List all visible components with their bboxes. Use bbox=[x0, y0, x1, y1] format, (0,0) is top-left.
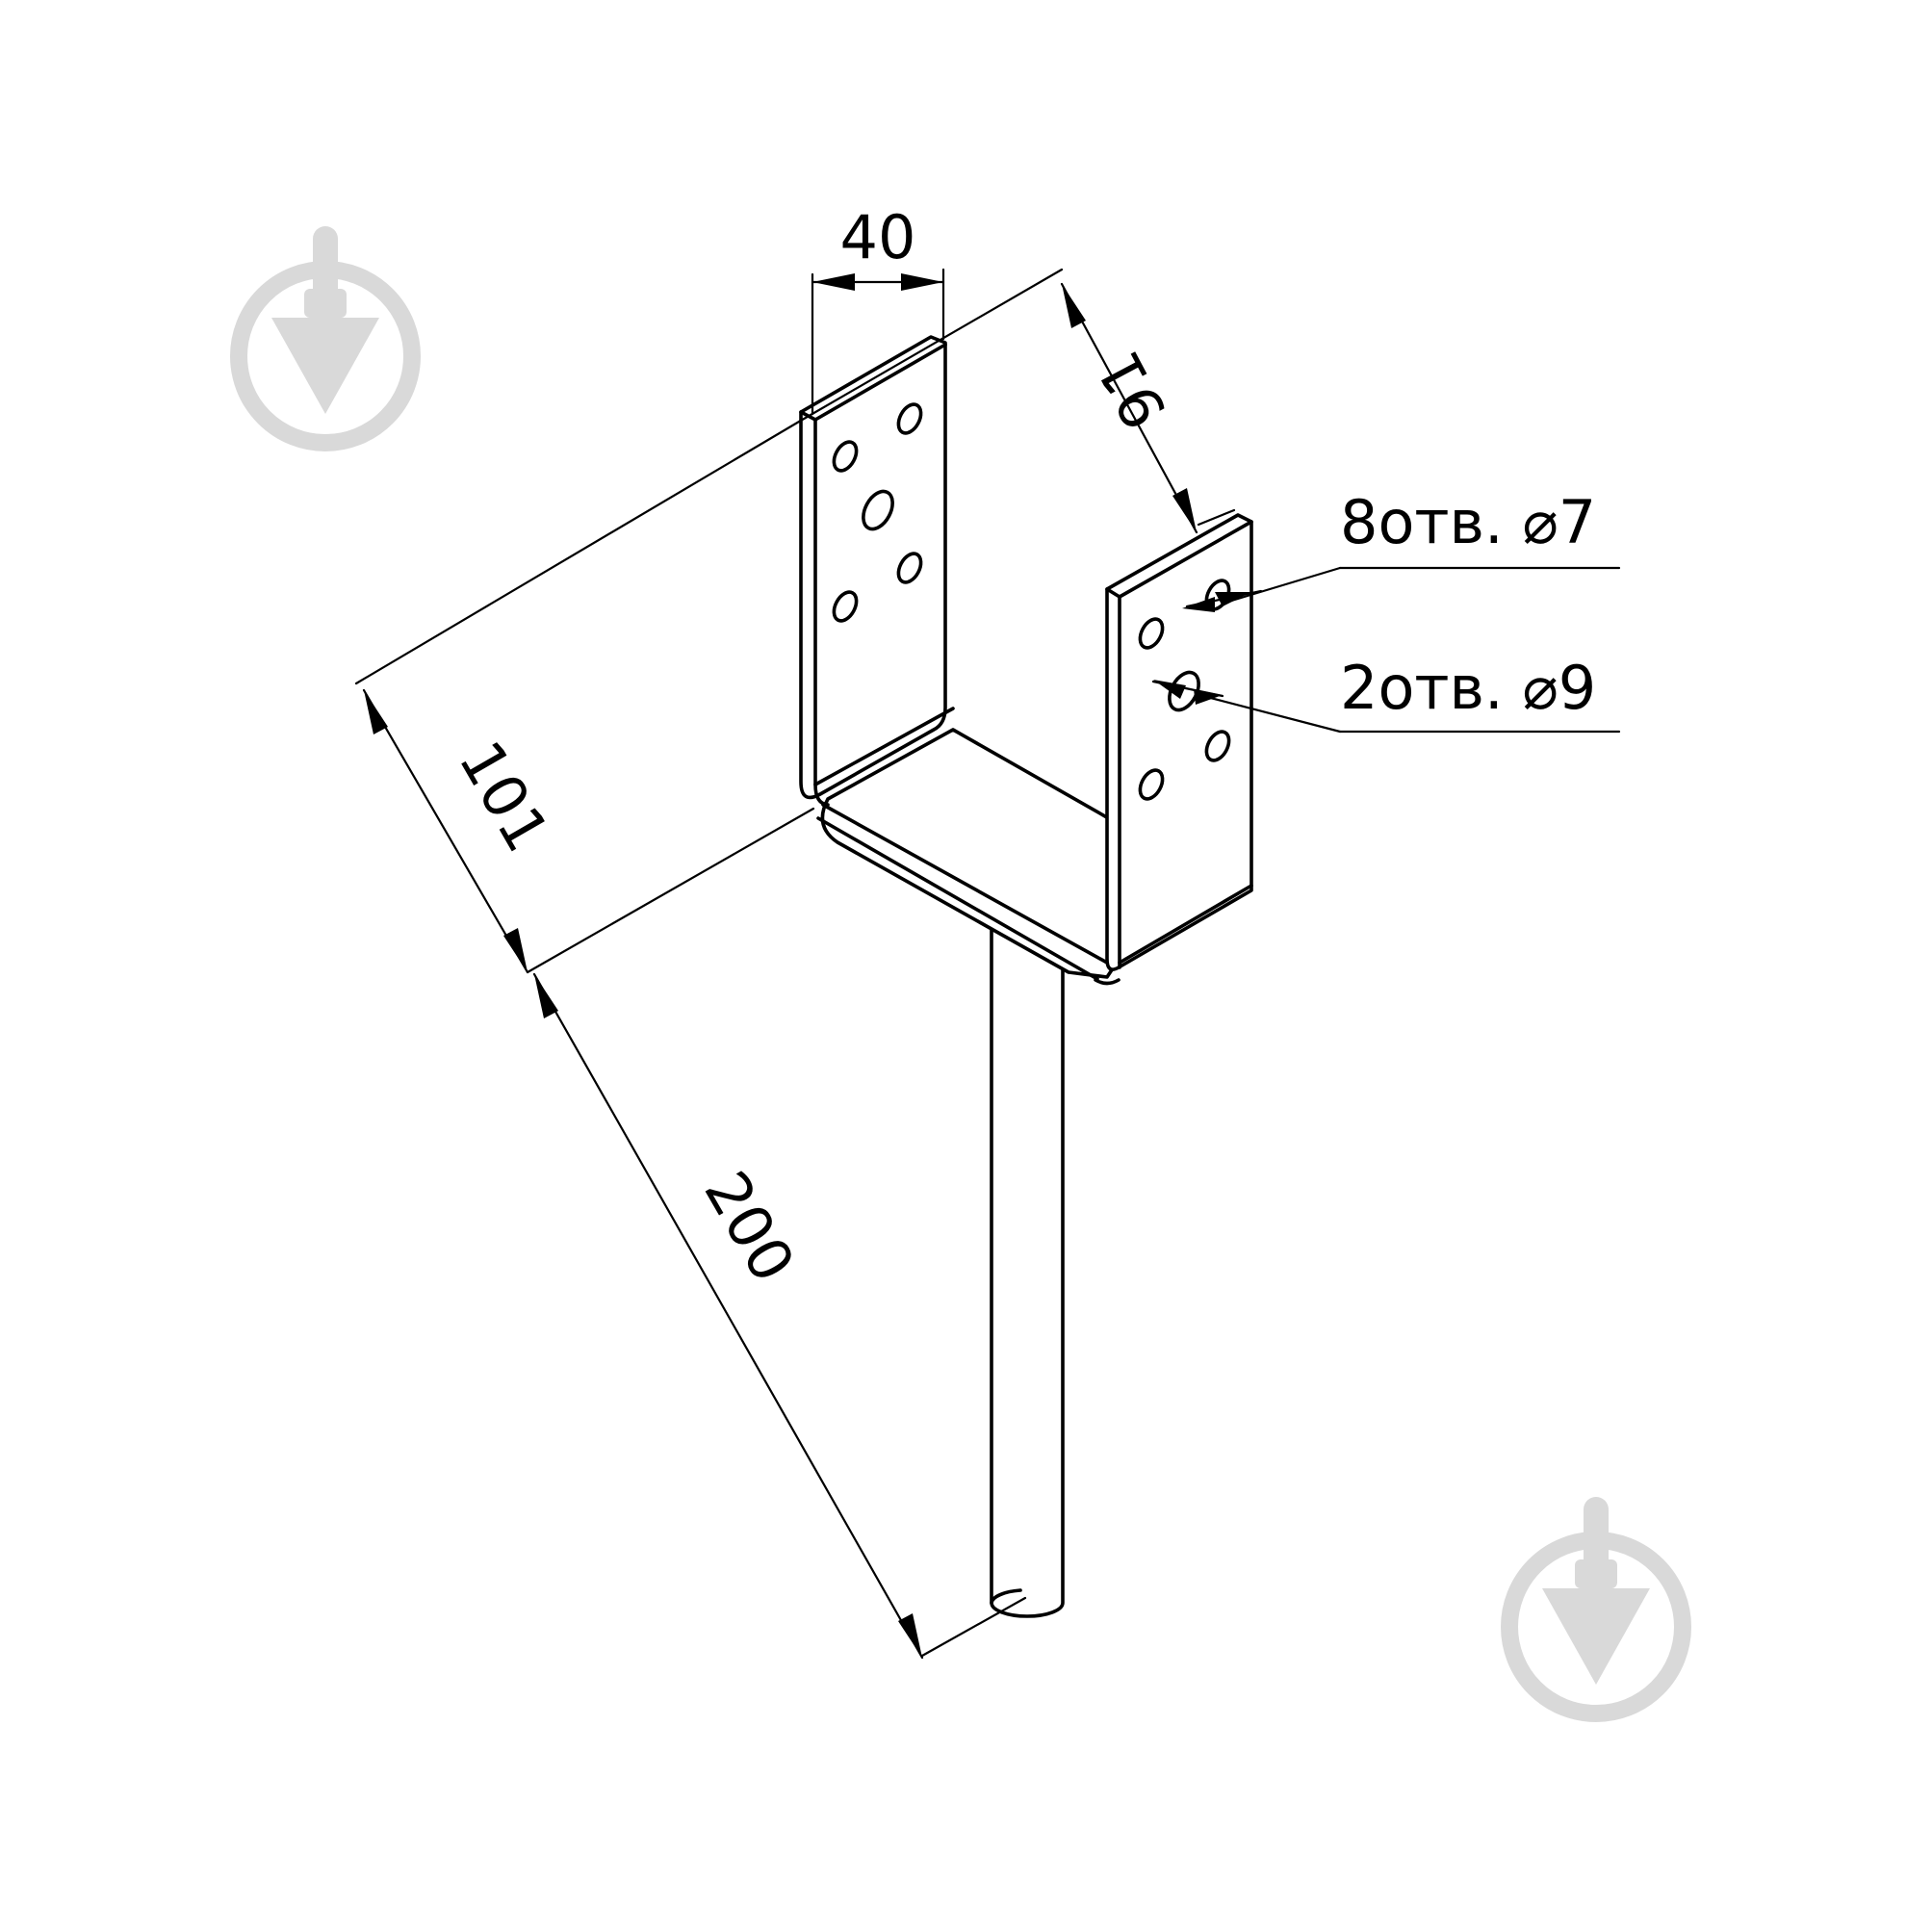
hole-small-icon bbox=[832, 590, 859, 623]
arrow-pointer-icon bbox=[1153, 680, 1186, 699]
hole-small-icon bbox=[1204, 730, 1231, 762]
callout-small-holes: 8отв. ⌀7 bbox=[1182, 487, 1621, 612]
hole-small-icon bbox=[896, 402, 923, 435]
dimension-label-width: 40 bbox=[840, 202, 916, 272]
arrow-up-icon bbox=[364, 690, 388, 734]
dimension-width: 40 bbox=[811, 202, 945, 416]
arrow-pointer-icon bbox=[1182, 597, 1215, 612]
hole-small-icon bbox=[896, 552, 923, 584]
watermark-logo-top-left bbox=[230, 226, 421, 451]
callout-large-holes: 2отв. ⌀9 bbox=[1151, 653, 1621, 734]
callout-label-large-holes: 2отв. ⌀9 bbox=[1340, 653, 1596, 723]
arrow-pointer-icon bbox=[1194, 689, 1223, 705]
dimension-label-bracket-height: 101 bbox=[445, 730, 562, 863]
dimension-label-rod-length: 200 bbox=[690, 1160, 808, 1294]
dimension-bracket-height: 101 bbox=[354, 420, 815, 974]
arrow-pointer-icon bbox=[1215, 592, 1251, 606]
arrow-up-icon bbox=[534, 974, 558, 1018]
arrow-up-icon bbox=[1062, 284, 1086, 328]
base-plate bbox=[816, 728, 1121, 986]
hole-small-icon bbox=[1138, 617, 1165, 650]
arrow-right-icon bbox=[901, 273, 943, 291]
dimension-label-depth: 91 bbox=[1083, 340, 1180, 440]
dimension-rod-length: 200 bbox=[532, 972, 1027, 1660]
callout-label-small-holes: 8отв. ⌀7 bbox=[1340, 487, 1596, 557]
hole-small-icon bbox=[1138, 768, 1165, 801]
arrow-left-icon bbox=[812, 273, 855, 291]
arrow-down-icon bbox=[1172, 488, 1197, 532]
arrow-down-icon bbox=[898, 1613, 922, 1658]
hole-large-icon bbox=[862, 489, 894, 531]
watermark-logo-bottom-right bbox=[1501, 1497, 1691, 1722]
anchor-rod bbox=[990, 924, 1065, 1618]
holes-left-wing bbox=[832, 402, 923, 623]
hole-small-icon bbox=[832, 440, 859, 473]
arrow-down-icon bbox=[503, 928, 528, 972]
